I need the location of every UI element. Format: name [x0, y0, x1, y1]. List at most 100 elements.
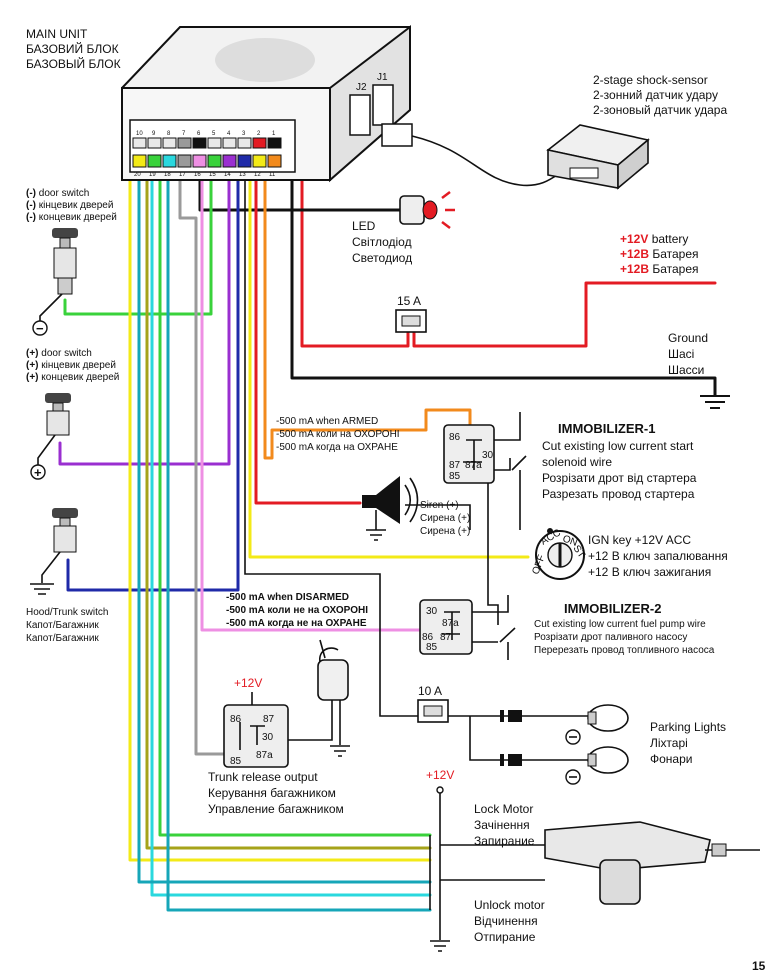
pin-label-11: 11 — [269, 172, 276, 178]
trunk-pin-87: 87 — [263, 714, 275, 725]
main-unit-label-en: MAIN UNIT — [26, 27, 88, 41]
wire-red-siren — [254, 168, 362, 505]
pin-label-15: 15 — [209, 172, 216, 178]
ign-label-en: IGN key +12V ACC — [588, 533, 691, 547]
wire-green-lock — [158, 168, 432, 837]
door-switch-neg: − — [32, 228, 78, 336]
battery-label-ru: +12В Батарея — [620, 262, 699, 276]
immobilizer-2-relay — [419, 595, 516, 660]
shock-sensor — [381, 123, 650, 190]
siren-label-ua: Сирена (+) — [420, 513, 470, 524]
siren-label-ru: Сирена (+) — [420, 526, 470, 537]
wire-teal-unlock-2 — [166, 168, 432, 912]
trunk-label-en: Trunk release output — [208, 770, 318, 784]
hood-label-en: Hood/Trunk switch — [26, 607, 108, 618]
fuse-15a-label: 15 A — [397, 294, 421, 308]
pin-label-12: 12 — [254, 172, 261, 178]
immo1-line3: Розрізати дрот від стартера — [542, 471, 697, 485]
immo1-title: IMMOBILIZER-1 — [558, 421, 656, 436]
battery-label-en: +12V battery — [620, 232, 688, 246]
door-lock-actuator — [544, 821, 760, 905]
pin-label-19: 19 — [149, 172, 156, 178]
door-pos-label-ua: (+) кінцевик дверей — [26, 360, 116, 371]
lock-plus12v: +12V — [426, 768, 454, 782]
door-pos-label-en: (+) door switch — [26, 348, 92, 359]
trunk-pin-30: 30 — [262, 732, 274, 743]
parking-label-ua: Ліхтарі — [650, 736, 688, 750]
siren — [362, 476, 471, 541]
fuse-15a — [395, 309, 427, 333]
immo1-pin-85: 85 — [449, 471, 461, 482]
door-neg-terminal: − — [36, 321, 44, 336]
hood-label-ru: Капот/Багажник — [26, 633, 99, 644]
hood-trunk-switch — [30, 508, 78, 595]
wire-yellow-lock — [128, 168, 432, 862]
fuse-10a — [417, 699, 449, 723]
wire-teal-unlock — [137, 168, 432, 884]
connector-j1-label: J1 — [377, 72, 388, 83]
wire-violet-door-pos — [58, 168, 231, 466]
immo1-line1: Cut existing low current start — [542, 439, 694, 453]
trunk-label-ua: Керування багажником — [208, 786, 336, 800]
disarmed-label-ru: -500 mA когда не на ОХРАНЕ — [226, 618, 367, 629]
wire-orange-armed — [263, 168, 472, 460]
immo1-pin-87a: 87a — [465, 460, 482, 471]
ground-label-ua: Шасі — [668, 347, 694, 361]
wire-black-parking — [244, 170, 418, 717]
immo2-pin-86: 86 — [422, 632, 434, 643]
wire-pink-disarmed — [200, 168, 434, 632]
wire-olive-lock — [145, 168, 432, 850]
unlock-label-ua: Відчинення — [474, 914, 538, 928]
trunk-pin-86: 86 — [230, 714, 242, 725]
armed-label-ru: -500 mA когда на ОХРАНЕ — [276, 442, 398, 453]
ground-label-en: Ground — [668, 331, 708, 345]
pin-label-1: 1 — [272, 131, 276, 137]
pin-label-13: 13 — [239, 172, 246, 178]
immo2-line2: Розрізати дрот паливного насосу — [534, 632, 687, 643]
door-neg-label-en: (-) door switch — [26, 188, 89, 199]
door-pos-label-ru: (+) концевик дверей — [26, 372, 119, 383]
immo1-pin-87: 87 — [449, 460, 461, 471]
lock-label-ru: Запирание — [474, 834, 535, 848]
unlock-label-en: Unlock motor — [474, 898, 545, 912]
parking-label-en: Parking Lights — [650, 720, 726, 734]
pin-label-5: 5 — [212, 131, 216, 137]
pin-label-2: 2 — [257, 131, 261, 137]
ign-label-ru: +12 В ключ зажигания — [588, 565, 711, 579]
trunk-plus12v: +12V — [234, 676, 262, 690]
disarmed-label-en: -500 mA when DISARMED — [226, 592, 349, 603]
wire-yellow-ign — [248, 168, 530, 559]
main-unit-label-ua: БАЗОВИЙ БЛОК — [26, 41, 119, 56]
disarmed-label-ua: -500 mA коли не на ОХОРОНІ — [226, 605, 368, 616]
pin-label-3: 3 — [242, 131, 246, 137]
shock-sensor-label-ua: 2-зонний датчик удару — [593, 88, 718, 102]
shock-sensor-label-ru: 2-зоновый датчик удара — [593, 103, 727, 117]
pin-label-7: 7 — [182, 131, 186, 137]
armed-label-ua: -500 mA коли на ОХОРОНІ — [276, 429, 400, 440]
ground-symbol — [700, 395, 730, 409]
connector-pins — [132, 137, 282, 168]
fuse-10a-label: 10 A — [418, 684, 442, 698]
ignition-switch — [535, 528, 585, 580]
immo1-line4: Разрезать провод стартера — [542, 487, 695, 501]
ign-label-ua: +12 В ключ запалювання — [588, 549, 728, 563]
connector-j2-label: J2 — [356, 82, 367, 93]
trunk-pin-87a: 87a — [256, 750, 273, 761]
ign-on: ON — [561, 533, 579, 548]
led-label-en: LED — [352, 219, 376, 233]
door-neg-label-ru: (-) концевик дверей — [26, 212, 117, 223]
immo2-line1: Cut existing low current fuel pump wire — [534, 619, 706, 630]
armed-label-en: -500 mA when ARMED — [276, 416, 378, 427]
shock-sensor-label-en: 2-stage shock-sensor — [593, 73, 708, 87]
pin-label-9: 9 — [152, 131, 156, 137]
pin-label-8: 8 — [167, 131, 171, 137]
pin-label-10: 10 — [136, 131, 143, 137]
wire-black-led — [198, 166, 402, 212]
immobilizer-1-relay — [443, 412, 527, 530]
door-neg-label-ua: (-) кінцевик дверей — [26, 200, 113, 211]
parking-label-ru: Фонари — [650, 752, 692, 766]
pin-label-18: 18 — [164, 172, 171, 178]
immo2-pin-30: 30 — [426, 606, 438, 617]
main-unit: 10 9 8 7 6 5 4 3 2 1 20 19 18 17 16 15 1… — [121, 24, 411, 183]
main-unit-label-ru: БАЗОВЫЙ БЛОК — [26, 56, 121, 71]
